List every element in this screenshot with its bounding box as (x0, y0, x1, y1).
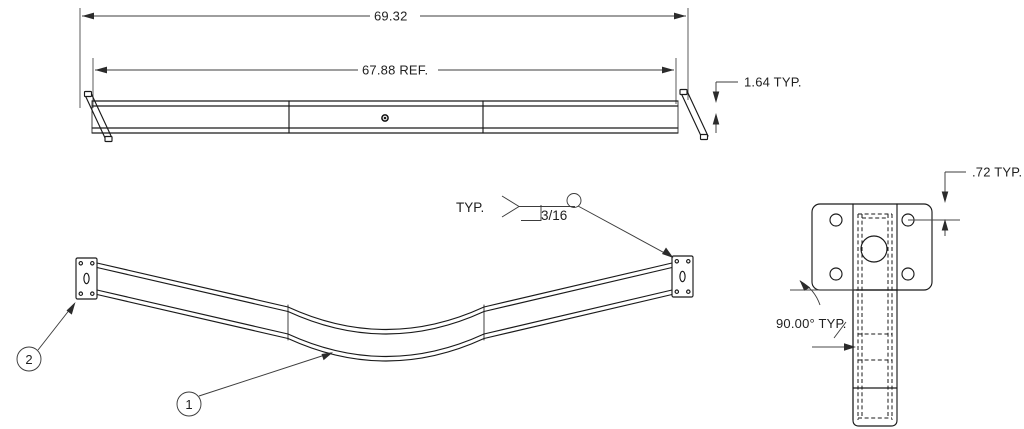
dimension-tab-thickness: 1.64 TYP. (712, 75, 802, 133)
right-end-mounting-plate (671, 255, 694, 298)
dimension-overall-length: 69.32 (82, 9, 686, 24)
weld-symbol-size-text: 3/16 (541, 208, 567, 223)
left-end-mounting-plate (75, 257, 98, 300)
dimension-overall-length-text: 69.32 (374, 9, 408, 24)
top-view-right-end-tab (679, 88, 709, 141)
end-view-plate-tube-edges (852, 289, 898, 389)
end-view-center-hole (860, 235, 888, 263)
right-lower-member (483, 289, 673, 340)
top-view-center-hole (381, 114, 389, 122)
left-lower-member (96, 289, 289, 340)
curved-center-upper (287, 306, 485, 335)
right-upper-member (483, 262, 673, 313)
balloon-1: 1 (176, 352, 333, 417)
end-view-tube-hidden-lines (857, 213, 893, 420)
end-view-tube-width-arrow (812, 343, 856, 351)
dimension-corner-angle: 90.00° TYP. (776, 280, 856, 339)
balloon-2: 2 (16, 302, 76, 372)
dimension-reference-length-text: 67.88 REF. (362, 63, 428, 78)
top-view-left-end-tab (83, 90, 113, 143)
top-view-center-divisions (288, 100, 484, 134)
dimension-extension-lines-reference (92, 58, 677, 108)
dimension-plate-edge-offset: .72 TYP. (908, 165, 1022, 236)
end-view-bolt-holes (829, 213, 915, 281)
curved-center-tube (287, 333, 485, 362)
left-upper-member (96, 262, 289, 313)
weld-symbol-prefix-label: TYP. (456, 200, 484, 215)
balloon-2-number: 2 (25, 352, 32, 367)
dimension-plate-edge-offset-text: .72 TYP. (972, 165, 1022, 180)
fillet-weld-symbol: TYP. 3/16 (456, 193, 674, 258)
front-view-group: TYP. 3/16 2 (16, 193, 694, 417)
end-view-vertical-tube (852, 203, 898, 427)
dimension-extension-lines-overall (79, 8, 689, 108)
dimension-tab-thickness-text: 1.64 TYP. (744, 75, 802, 90)
top-view-group: 69.32 67.88 REF. (79, 8, 802, 143)
dimension-corner-angle-text: 90.00° TYP. (776, 316, 847, 331)
end-view-group: .72 TYP. 90.00° TYP. (776, 165, 1022, 427)
end-view-mounting-plate (811, 203, 933, 291)
balloon-1-number: 1 (185, 397, 192, 412)
dimension-reference-length: 67.88 REF. (95, 63, 674, 78)
top-view-bar-body (91, 100, 679, 134)
